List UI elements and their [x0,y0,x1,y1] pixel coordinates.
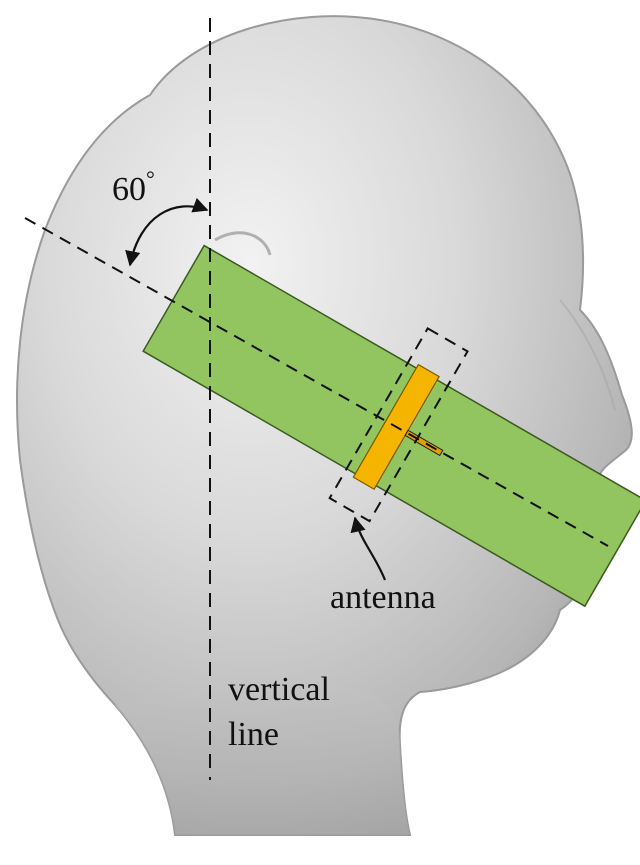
vertical-line-label-line2: line [228,716,279,753]
vertical-line-label-line1: vertical [228,671,330,708]
antenna-label: antenna [330,579,436,616]
neck-shading [115,689,410,835]
